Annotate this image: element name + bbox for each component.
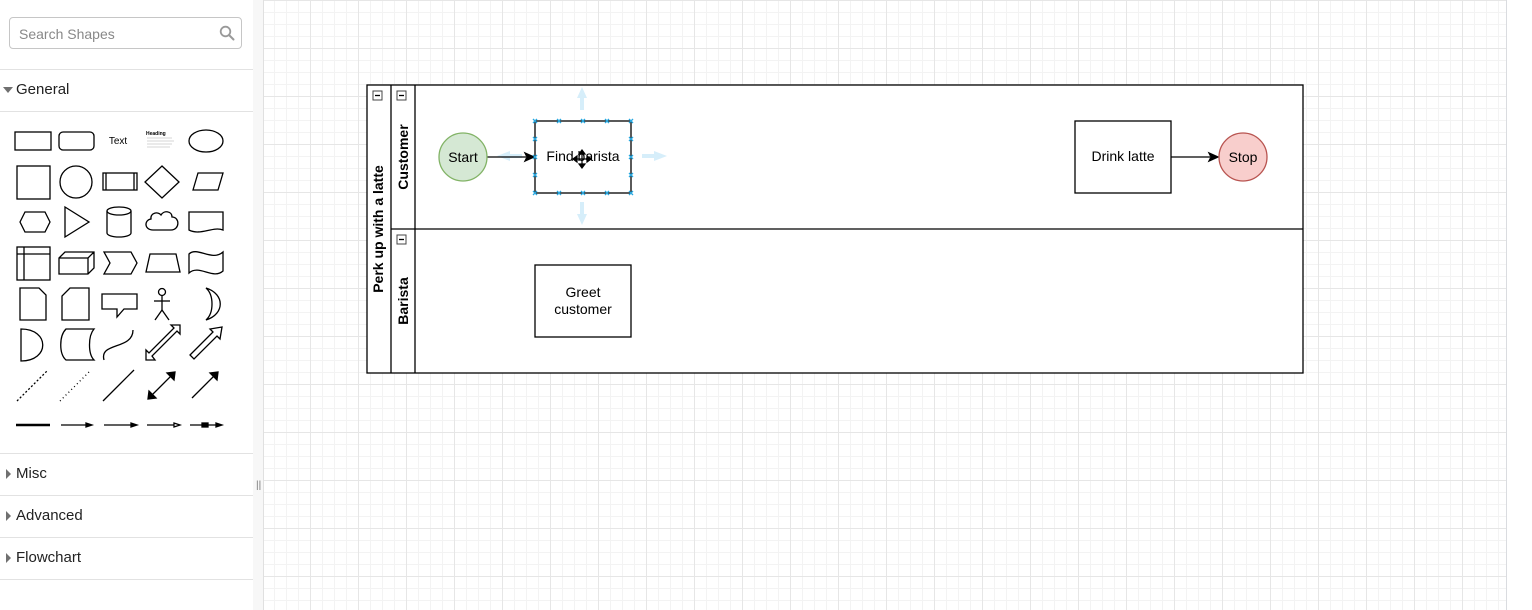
document-shape[interactable] xyxy=(188,211,224,233)
section-advanced[interactable]: Advanced xyxy=(0,496,253,536)
ellipse-shape[interactable] xyxy=(188,129,224,153)
canvas-right-edge xyxy=(1506,0,1532,610)
palette-shapes: Text Heading xyxy=(14,129,225,428)
heading-shape[interactable] xyxy=(147,137,174,148)
section-flowchart-label: Flowchart xyxy=(16,549,82,566)
lane-label-barista: Barista xyxy=(395,277,411,325)
internal-storage-shape[interactable] xyxy=(16,246,51,281)
circle-shape[interactable] xyxy=(59,165,93,199)
search-input[interactable] xyxy=(17,24,221,44)
card-shape[interactable] xyxy=(61,287,90,321)
divider xyxy=(0,537,253,538)
collapse-customer-lane-icon[interactable] xyxy=(396,90,407,101)
actor-shape[interactable] xyxy=(154,287,170,321)
find-barista-label: Find barista xyxy=(546,148,619,164)
directional-connector-shape[interactable] xyxy=(191,371,219,399)
caret-right-icon xyxy=(6,553,11,563)
divider xyxy=(0,579,253,580)
connector-with-symbol-shape[interactable] xyxy=(190,422,225,428)
diagram-canvas[interactable]: Perk up with a latte Customer Barista xyxy=(264,0,1506,610)
section-misc[interactable]: Misc xyxy=(0,454,253,494)
stop-node[interactable]: Stop xyxy=(1218,132,1268,182)
note-shape[interactable] xyxy=(19,287,47,321)
start-label: Start xyxy=(448,149,478,165)
search-icon[interactable] xyxy=(219,25,235,41)
diamond-shape[interactable] xyxy=(144,165,180,199)
dotted-line-shape[interactable] xyxy=(59,369,92,402)
divider xyxy=(0,453,253,454)
step-shape[interactable] xyxy=(102,251,138,275)
start-circle[interactable] xyxy=(438,132,488,182)
section-general[interactable]: General xyxy=(0,70,253,110)
section-general-label: General xyxy=(16,81,70,98)
drink-latte-label: Drink latte xyxy=(1091,148,1154,164)
connector-with-2-labels-shape[interactable] xyxy=(104,422,140,428)
bidirectional-connector-shape[interactable] xyxy=(147,371,176,400)
general-shape-palette: Text Heading xyxy=(0,118,253,448)
or-shape[interactable] xyxy=(205,287,221,321)
dashed-line-shape[interactable] xyxy=(16,369,49,402)
collapse-pool-icon[interactable] xyxy=(372,90,383,101)
hover-connect-arrows[interactable] xyxy=(497,87,667,225)
text-shape[interactable]: Text xyxy=(109,136,128,147)
find-barista-node[interactable]: Find barista xyxy=(534,120,632,194)
shapes-sidebar: General xyxy=(0,0,254,610)
cylinder-shape[interactable] xyxy=(106,206,132,238)
divider xyxy=(0,111,253,112)
greet-customer-label-line2: customer xyxy=(554,301,612,317)
line-shape[interactable] xyxy=(102,369,135,402)
caret-right-icon xyxy=(6,469,11,479)
connector-with-3-labels-shape[interactable] xyxy=(147,422,183,428)
callout-shape[interactable] xyxy=(101,293,138,319)
hexagon-shape[interactable] xyxy=(19,211,51,233)
divider xyxy=(0,495,253,496)
curve-shape[interactable] xyxy=(103,329,134,361)
start-node[interactable]: Start xyxy=(438,132,488,182)
process-shape[interactable] xyxy=(102,172,138,191)
pool-title: Perk up with a latte xyxy=(370,165,386,293)
square-shape[interactable] xyxy=(16,165,51,200)
selection-handles[interactable] xyxy=(532,118,634,196)
move-cursor-icon xyxy=(572,149,592,169)
cube-shape[interactable] xyxy=(58,251,95,275)
connector-with-label-shape[interactable] xyxy=(61,422,95,428)
arrow-shape[interactable] xyxy=(189,326,223,360)
data-storage-shape[interactable] xyxy=(60,328,96,361)
drink-latte-node[interactable]: Drink latte xyxy=(1074,120,1172,194)
triangle-shape[interactable] xyxy=(64,205,91,239)
greet-customer-node[interactable]: Greet customer xyxy=(534,264,632,338)
parallelogram-shape[interactable] xyxy=(192,172,224,191)
cloud-shape[interactable] xyxy=(145,211,179,231)
divider xyxy=(0,69,253,70)
section-misc-label: Misc xyxy=(16,465,47,482)
delay-shape[interactable] xyxy=(20,328,44,362)
section-flowchart[interactable]: Flowchart xyxy=(0,538,253,578)
trapezoid-shape[interactable] xyxy=(145,253,181,273)
heading-shape-title: Heading xyxy=(146,131,166,137)
lane-label-customer: Customer xyxy=(395,124,411,190)
bidirectional-arrow-shape[interactable] xyxy=(145,324,181,361)
collapse-barista-lane-icon[interactable] xyxy=(396,234,407,245)
search-box[interactable] xyxy=(9,17,242,49)
sidebar-splitter[interactable]: || xyxy=(253,0,264,610)
tape-shape[interactable] xyxy=(188,250,224,275)
stop-circle[interactable] xyxy=(1218,132,1268,182)
caret-down-icon xyxy=(3,87,13,93)
splitter-grip-icon[interactable]: || xyxy=(256,480,262,491)
rectangle-shape[interactable] xyxy=(14,131,52,151)
caret-right-icon xyxy=(6,511,11,521)
stop-label: Stop xyxy=(1229,149,1258,165)
section-advanced-label: Advanced xyxy=(16,507,83,524)
greet-customer-label-line1: Greet xyxy=(565,284,600,300)
rounded-rectangle-shape[interactable] xyxy=(58,131,95,151)
diagram-svg[interactable]: Perk up with a latte Customer Barista xyxy=(264,0,1506,610)
